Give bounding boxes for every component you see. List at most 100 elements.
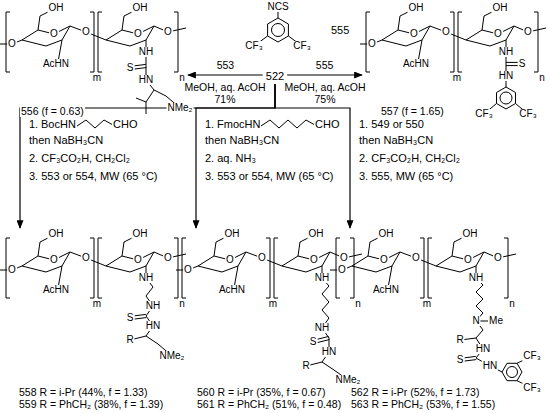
compound-number: 522 [263, 66, 287, 84]
structure-label: n [178, 73, 186, 83]
compound-number: 522 [263, 70, 287, 83]
bond-line [515, 93, 516, 104]
structure-label: O [441, 27, 451, 37]
structure-label: OH [378, 229, 395, 239]
structure-label: O [163, 253, 173, 263]
structure-label: then NaBH₃CN [204, 135, 280, 146]
structure-label: NH [138, 47, 154, 57]
structure-label: CF₃ [522, 383, 541, 393]
alkyl-chain [77, 120, 113, 128]
structure-label: S [126, 63, 135, 73]
product-label: 558 R = i-Pr (44%, f = 1.33) [18, 387, 148, 398]
structure-label: 1. 549 or 550 [358, 119, 425, 130]
structure-label: O [225, 255, 235, 265]
structure-label: m [92, 299, 102, 309]
polymer-bracket [266, 238, 270, 298]
bond-line [507, 363, 517, 364]
structure-label: AcHN [402, 59, 430, 69]
product-label: 556 (f = 0.63) [20, 106, 85, 117]
aromatic-circle [272, 24, 285, 37]
structure-label: S [518, 59, 527, 69]
bond-line [476, 292, 483, 299]
structure-label: n [508, 299, 516, 309]
sugar-ring [22, 252, 70, 272]
polymer-bracket [174, 12, 178, 72]
structure-label: N [471, 316, 480, 326]
product-structure: 558 R = i-Pr (44%, f = 1.33)559 R = PhCH… [2, 228, 178, 413]
structure-label: m [422, 299, 432, 309]
structure-label: m [92, 73, 102, 83]
structure-label: HN [475, 344, 491, 354]
structure-label: MeOH, aq. AcOH [183, 82, 266, 93]
polymer-bracket [90, 238, 94, 298]
polymer-bracket [174, 238, 178, 298]
structure-label: AcHN [42, 59, 70, 69]
polymer-bracket [428, 238, 432, 298]
structure-label: OH [462, 229, 479, 239]
structure-label: m [268, 299, 278, 309]
product-structure: 560 R = i-Pr (35%, f = 0.67)561 R = PhCH… [178, 228, 354, 413]
sugar-ring [436, 252, 484, 272]
bond-line [476, 285, 483, 292]
structure-label: R [301, 361, 310, 371]
structure-label: n [354, 299, 362, 309]
structure-label: 2. CF₃CO₂H, CH₂Cl₂ [358, 153, 461, 164]
structure-label: OH [408, 3, 425, 13]
product-label: 559 R = PhCH₂ (38%, f = 1.39) [18, 399, 164, 410]
structure-label: O [523, 27, 533, 37]
sugar-ring [282, 252, 330, 272]
structure-label: CHO [112, 119, 138, 130]
structure-label: 3. 553 or 554, MW (65 °C) [204, 171, 335, 182]
structure-label: 1. [204, 119, 215, 130]
structure-label: NCS [266, 2, 289, 12]
structure-label: HN [145, 321, 161, 331]
structure-label: HN [498, 71, 514, 81]
polymer-bracket [98, 12, 102, 72]
structure-label: HN [482, 361, 498, 371]
reaction-arrow [196, 84, 275, 228]
polymer-bracket [420, 238, 424, 298]
structure-label: O [49, 29, 59, 39]
structure-label: O [49, 255, 59, 265]
bond-line [476, 330, 483, 338]
structure-label: 2. CF₃CO₂H, CH₂Cl₂ [28, 153, 131, 164]
reaction-arrow [275, 84, 350, 228]
bond-line [430, 26, 466, 40]
bond-line [322, 294, 329, 302]
sugar-ring [22, 26, 70, 46]
sugar-ring [106, 26, 154, 46]
polymer-bracket [90, 12, 94, 72]
structure-label: then NaBH₃CN [358, 135, 434, 146]
alkyl-chain [261, 120, 315, 128]
structure-label: OH [48, 3, 65, 13]
product-structure: 557 (f = 1.65) [362, 0, 548, 124]
structure-label: R [455, 335, 464, 345]
structure-label: AcHN [42, 285, 70, 295]
bond-line [400, 252, 436, 266]
structure-label: OH [132, 3, 149, 13]
structure-label: MeOH, aq. AcOH [283, 82, 366, 93]
structure-label: CF₃ [292, 41, 311, 51]
product-label: 557 (f = 1.65) [380, 106, 445, 117]
bond-line [322, 302, 329, 310]
structure-label: O [257, 253, 267, 263]
product-label: 561 R = PhCH₂ (51%, f = 0.48) [196, 399, 342, 410]
structure-label: 3. 553 or 554, MW (65 °C) [28, 171, 159, 182]
polymer-bracket [274, 238, 278, 298]
bond-line [154, 90, 166, 96]
structure-label: 1. [28, 119, 39, 130]
reaction-arrow [20, 84, 275, 228]
bond-line [507, 380, 517, 381]
structure-label: O [367, 39, 377, 49]
structure-label: AcHN [218, 285, 246, 295]
sugar-ring [198, 252, 246, 272]
structure-label: O [183, 265, 193, 275]
structure-label: OH [308, 229, 325, 239]
reaction-arrow [287, 74, 362, 75]
polymer-bracket [98, 238, 102, 298]
bond-line [146, 90, 154, 102]
product-label: 562 R = i-Pr (52%, f = 1.73) [350, 387, 480, 398]
polymer-bracket [450, 12, 454, 72]
structure-label: CF₃ [244, 41, 263, 51]
